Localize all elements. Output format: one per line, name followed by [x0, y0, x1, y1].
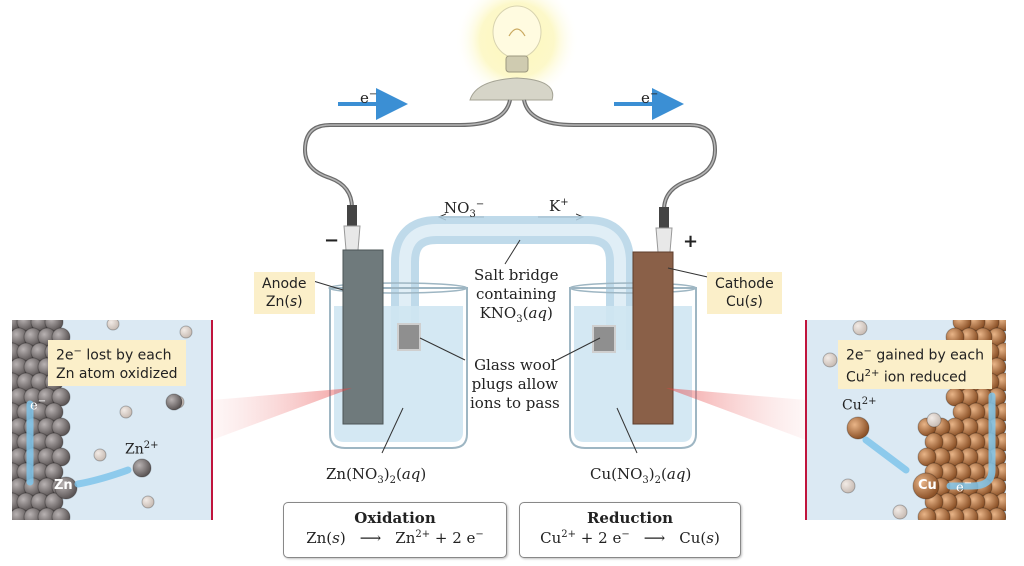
copper-atom: [952, 402, 972, 422]
salt-bridge-label: Salt bridge containing KNO3(aq): [474, 266, 559, 325]
copper-atom: [952, 320, 972, 332]
zinc-atom: [44, 492, 64, 512]
zinc-electrode: [342, 249, 384, 425]
zinc-surface-inset: [12, 320, 213, 520]
copper-ion: [846, 416, 870, 440]
copper-atom-label: Cu: [918, 478, 937, 493]
reduction-title: Reduction: [586, 509, 674, 527]
copper-atom: [924, 432, 944, 452]
solution-ion: [93, 448, 107, 462]
right-inset-electron-label: e−: [956, 478, 973, 496]
solution-ion: [119, 405, 133, 419]
electron-label-right: e−: [641, 89, 659, 107]
reduction-equation: Cu2+ + 2 e− ⟶ Cu(s): [540, 529, 720, 547]
copper-atom: [917, 507, 937, 520]
alligator-clip-left: [343, 205, 361, 251]
oxidation-equation: Zn(s) ⟶ Zn2+ + 2 e−: [306, 529, 484, 547]
solution-ion: [852, 320, 868, 336]
copper-electrode: [632, 251, 674, 425]
zinc-ion: [132, 458, 152, 478]
cathode-label: Cathode Cu(s): [707, 272, 782, 314]
left-inset-caption: 2e− lost by each Zn atom oxidized: [48, 340, 186, 386]
zinc-atom: [51, 507, 71, 520]
anode-sign: −: [324, 230, 340, 251]
wire-left: [302, 99, 512, 209]
solution-ion: [840, 478, 856, 494]
zinc-atom: [51, 417, 71, 437]
zinc-atom-label: Zn: [54, 478, 73, 493]
zinc-atom: [44, 462, 64, 482]
anode-label: Anode Zn(s): [254, 272, 315, 314]
solution-ion: [141, 495, 155, 509]
copper-ion-approach-arrow: [862, 436, 910, 474]
zinc-atom-oxidizing: [54, 476, 78, 500]
copper-nitrate-solution-label: Cu(NO3)2(aq): [590, 465, 692, 487]
reduction-equation-box: Reduction Cu2+ + 2 e− ⟶ Cu(s): [519, 502, 741, 558]
zinc-nitrate-solution-label: Zn(NO3)2(aq): [326, 465, 427, 487]
zinc-ion-label: Zn2+: [125, 440, 159, 458]
zinc-atom: [44, 320, 64, 332]
copper-atom-reduced: [912, 472, 940, 500]
leader-lines: [309, 239, 713, 454]
copper-atom: [917, 447, 937, 467]
light-bulb: [455, 0, 579, 102]
zoom-cone-left: [212, 388, 352, 440]
copper-ion-label: Cu2+: [842, 396, 877, 414]
zoom-cone-right: [666, 388, 806, 440]
oxidation-equation-box: Oxidation Zn(s) ⟶ Zn2+ + 2 e−: [283, 502, 507, 558]
zinc-atom: [51, 387, 71, 407]
nitrate-ion-label: NO3−: [444, 199, 485, 220]
potassium-ion-label: K+: [549, 197, 569, 215]
zinc-atom: [44, 402, 64, 422]
solution-ion: [179, 325, 193, 339]
glass-wool-label: Glass wool plugs allow ions to pass: [470, 356, 560, 412]
zinc-atom: [51, 447, 71, 467]
alligator-clip-right: [655, 207, 673, 253]
solution-ion: [106, 320, 120, 331]
electron-label-left: e−: [360, 89, 378, 107]
zinc-ion: [165, 393, 183, 411]
electron-gain-arrow: [946, 392, 996, 490]
glass-wool-plug-right: [592, 325, 616, 353]
solution-ion: [926, 412, 942, 428]
right-inset-caption: 2e− gained by each Cu2+ ion reduced: [838, 340, 992, 390]
glass-wool-plug-left: [397, 323, 421, 351]
left-inset-electron-label: e−: [30, 396, 47, 414]
oxidation-title: Oxidation: [354, 509, 436, 527]
solution-ion: [822, 352, 838, 368]
solution-ion: [892, 504, 908, 520]
zinc-ion-release-arrow: [74, 466, 132, 488]
zinc-atom: [44, 432, 64, 452]
cathode-sign: +: [683, 231, 699, 252]
